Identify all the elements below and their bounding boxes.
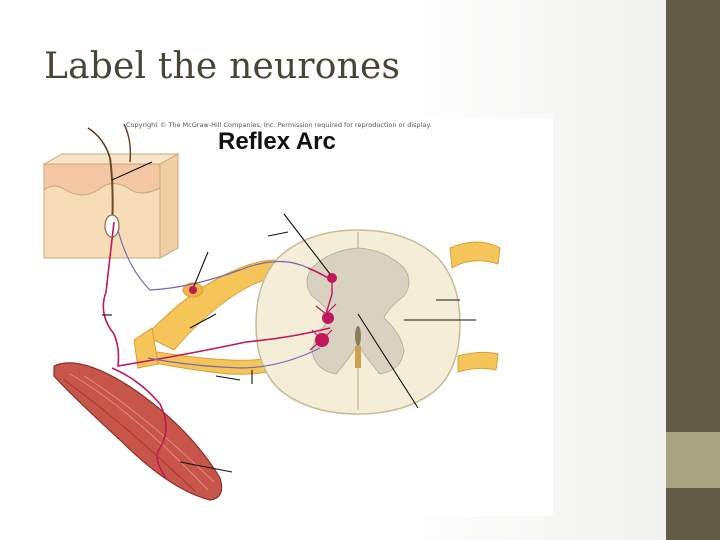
figure-title: Reflex Arc [218,128,336,156]
sidebar-accent-block [666,432,720,488]
reflex-arc-figure: Copyright © The McGraw-Hill Companies, I… [40,118,553,516]
skin-section [44,124,178,258]
ganglion-cell-body [189,286,197,294]
interneuron-cell-body [322,312,334,324]
slide-title: Label the neurones [44,46,400,87]
reflex-arc-diagram [40,118,553,516]
spinal-cord-cross-section [256,230,460,414]
